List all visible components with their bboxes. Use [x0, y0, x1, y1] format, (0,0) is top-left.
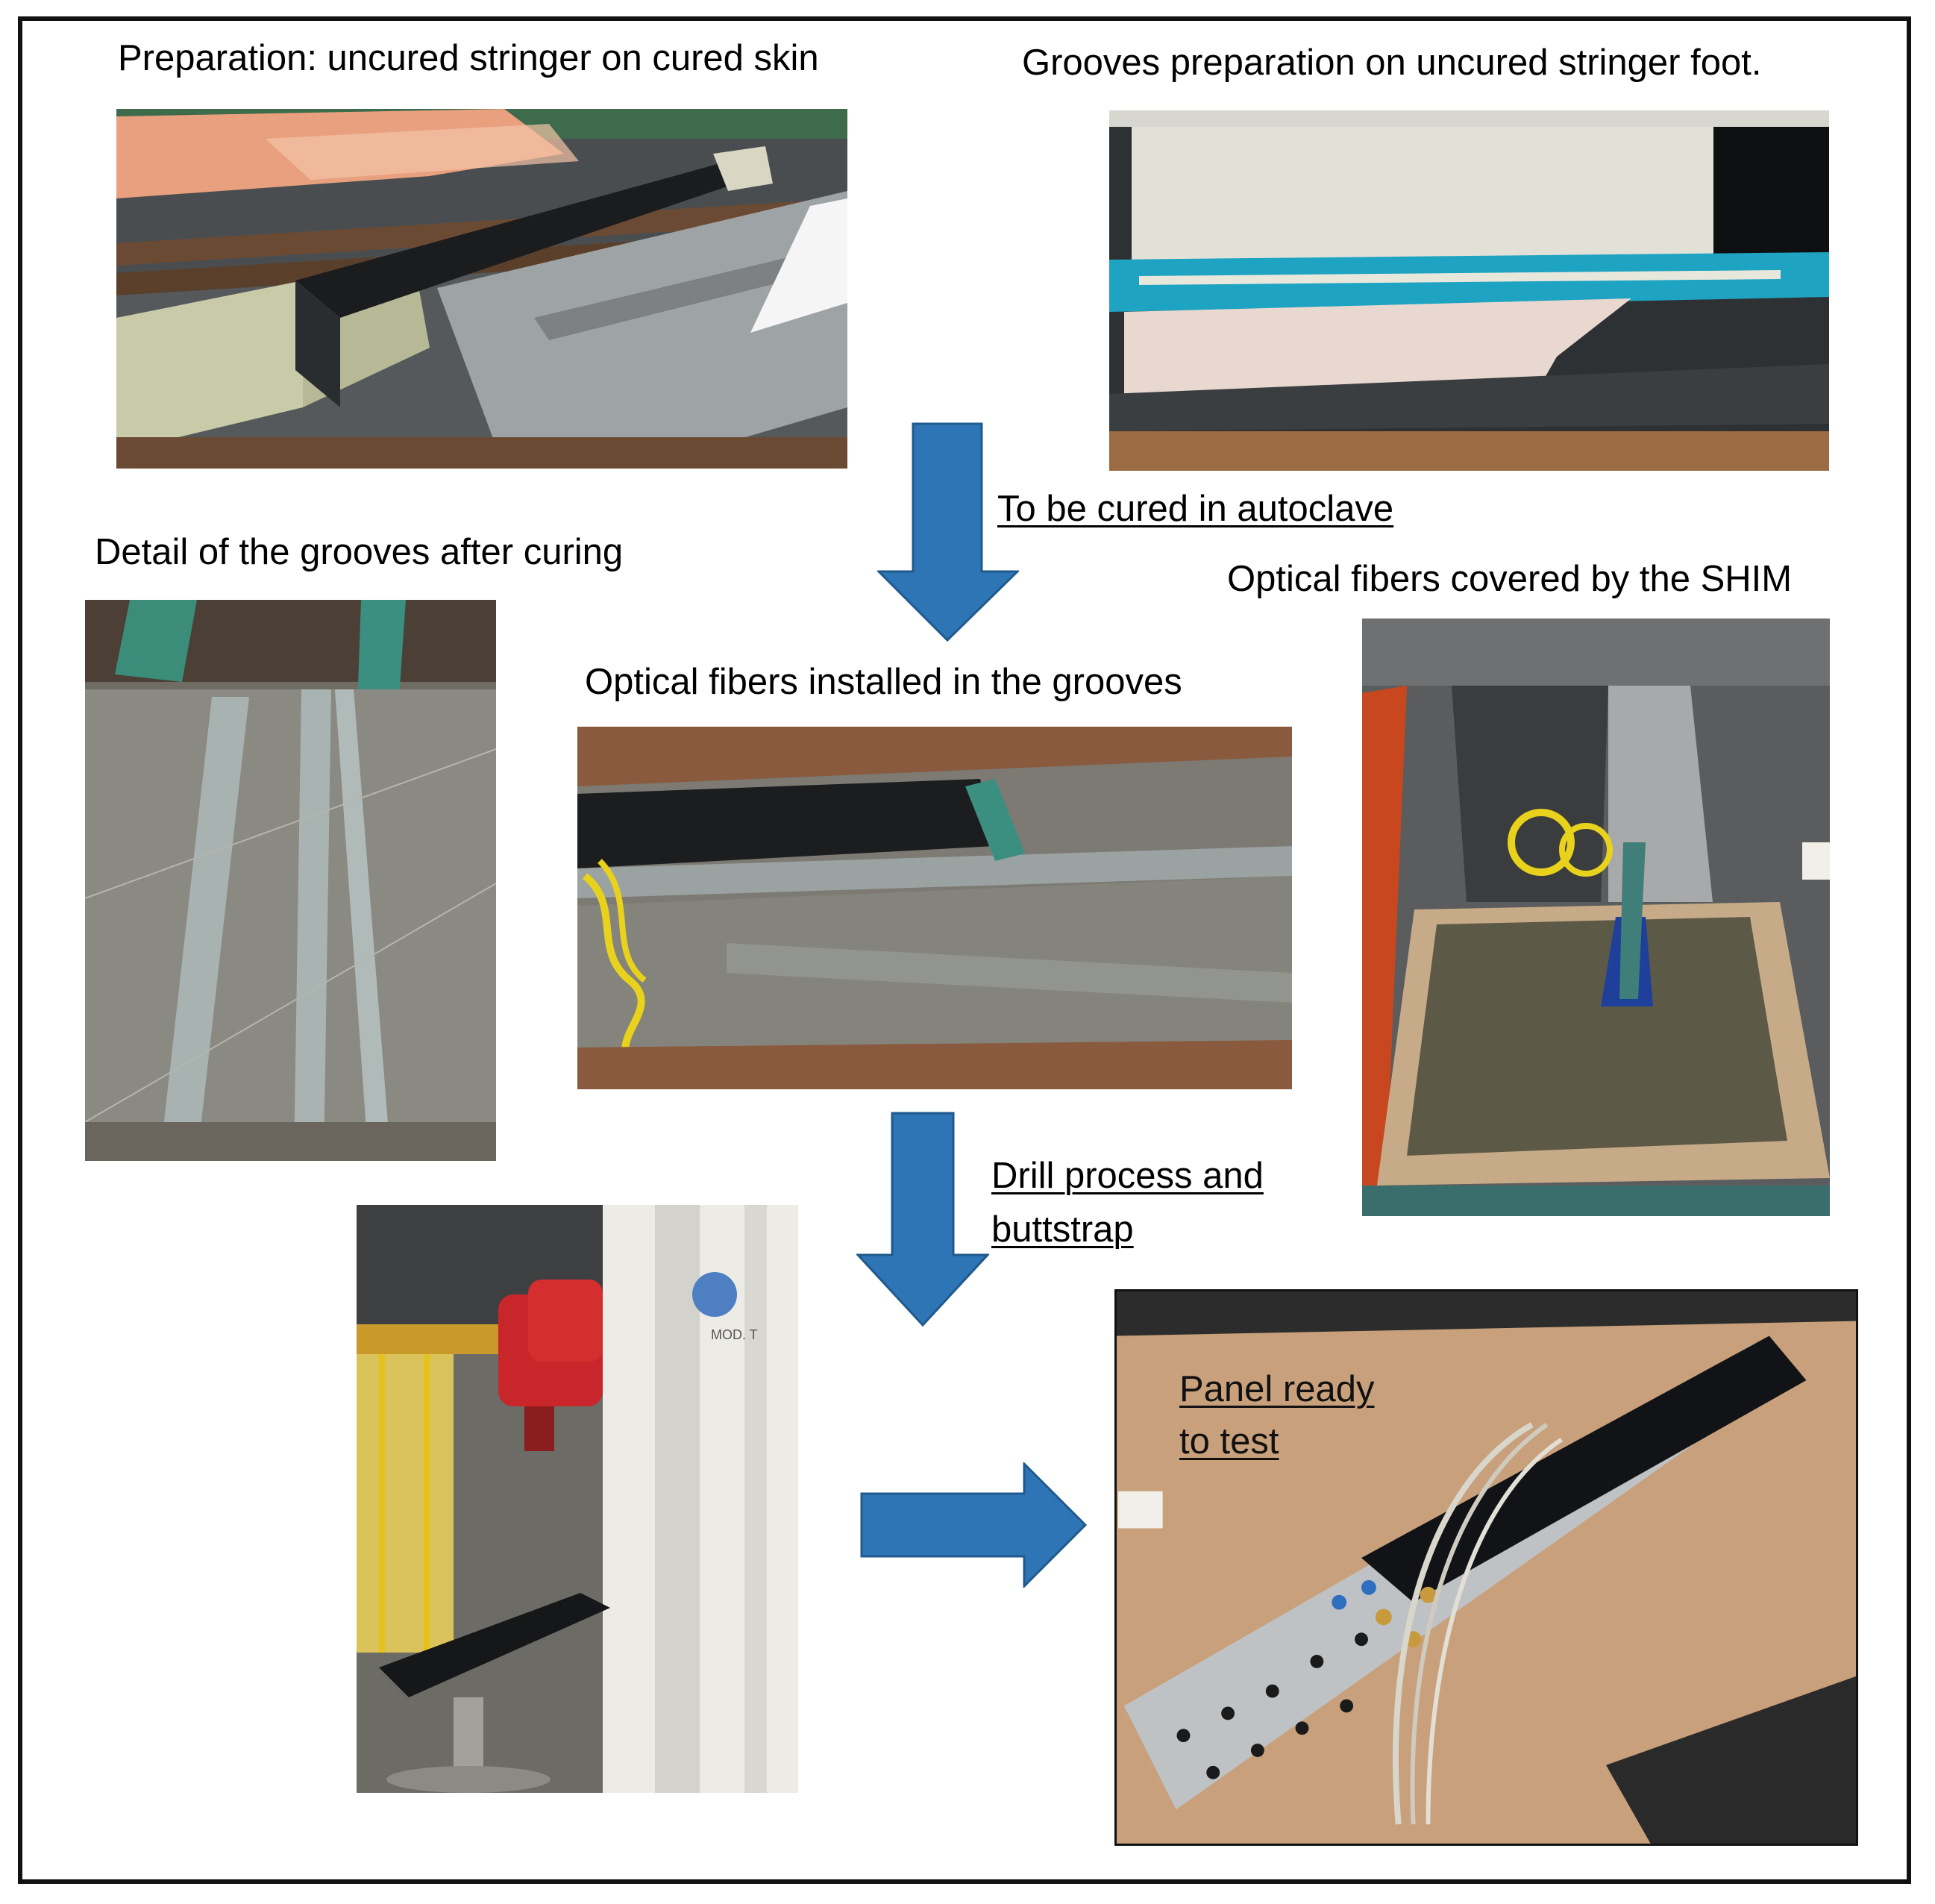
caption-preparation: Preparation: uncured stringer on cured s…	[118, 38, 819, 78]
photo-grooves-preparation	[1109, 110, 1829, 471]
robot-sign-text: MOD. T	[711, 1327, 758, 1342]
caption-installed: Optical fibers installed in the grooves	[585, 662, 1182, 702]
arrow-right	[860, 1462, 1088, 1588]
caption-panel-line1: Panel ready	[1179, 1369, 1375, 1409]
photo-fibers-installed	[577, 727, 1292, 1089]
caption-detail: Detail of the grooves after curing	[95, 532, 624, 572]
arrow-down-1	[877, 422, 1019, 642]
photo-drill-robot: MOD. T	[357, 1205, 798, 1793]
caption-panel-line2: to test	[1179, 1421, 1279, 1462]
caption-cure: To be cured in autoclave	[997, 489, 1394, 529]
caption-grooves-preparation: Grooves preparation on uncured stringer …	[1022, 43, 1762, 83]
arrow-down-2	[856, 1112, 989, 1327]
caption-shim: Optical fibers covered by the SHIM	[1227, 559, 1793, 599]
caption-drill-line2: buttstrap	[991, 1209, 1134, 1250]
photo-stringer-preparation	[116, 109, 847, 469]
caption-drill-line1: Drill process and	[991, 1156, 1264, 1196]
photo-panel-ready: Panel ready to test	[1114, 1289, 1858, 1846]
figure-frame	[18, 16, 1911, 1884]
photo-grooves-detail	[85, 600, 496, 1161]
photo-fibers-shim	[1362, 619, 1830, 1216]
